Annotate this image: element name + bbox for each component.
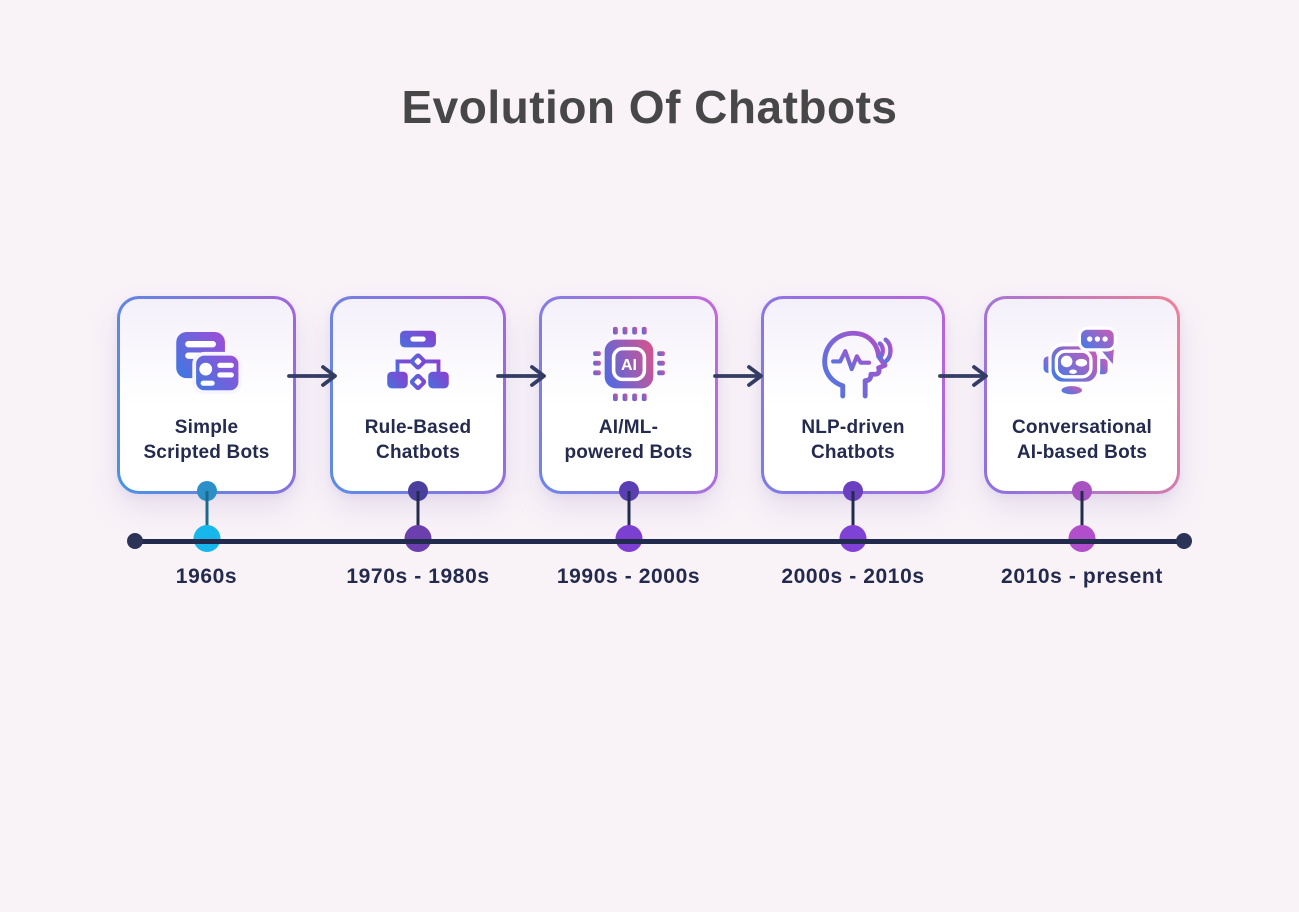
timeline-start-dot <box>127 533 143 549</box>
timeline-milestone-dot <box>615 525 642 552</box>
speech-head-icon <box>822 330 893 399</box>
arrow-right-icon <box>287 365 337 387</box>
timeline-card-simple-scripted-bots: Simple Scripted Bots 1960s <box>117 296 296 588</box>
timeline-connector <box>1080 491 1084 538</box>
arrow-right-icon <box>938 365 988 387</box>
arrow-right-icon <box>496 365 546 387</box>
timeline-connector <box>205 491 208 538</box>
card-label: NLP-driven Chatbots <box>801 417 905 463</box>
timeline-card-ai-ml-powered-bots: AI AI/ML- powered Bots 1990s - 2000s <box>539 296 718 588</box>
timeline-axis <box>135 539 1184 544</box>
timeline-card-rule-based-chatbots: Rule-Based Chatbots 1970s - 1980s <box>330 296 506 588</box>
chat-cards-icon <box>175 331 242 395</box>
timeline-milestone-dot <box>404 525 432 552</box>
timeline-period-label: 2010s - present <box>1001 565 1163 588</box>
timeline-connector <box>627 491 630 538</box>
svg-text:AI: AI <box>621 357 637 374</box>
card-label: Conversational AI-based Bots <box>1011 417 1153 463</box>
timeline-period-label: 1960s <box>175 565 238 588</box>
timeline-period-label: 1990s - 2000s <box>556 565 701 588</box>
timeline-milestone-dot <box>193 525 220 552</box>
page-title: Evolution Of Chatbots <box>401 81 898 133</box>
timeline-period-label: 1970s - 1980s <box>346 565 490 588</box>
timeline-milestone-dot <box>1068 525 1096 552</box>
card-label: Rule-Based Chatbots <box>364 417 472 463</box>
arrow-right-icon <box>713 365 763 387</box>
card-label: AI/ML- powered Bots <box>564 417 693 463</box>
timeline-card-conversational-ai-bots: Conversational AI-based Bots 2010s - pre… <box>984 296 1180 588</box>
timeline-period-label: 2000s - 2010s <box>781 565 925 588</box>
timeline-end-dot <box>1176 533 1192 549</box>
flowchart-icon <box>387 330 449 391</box>
timeline-card-nlp-driven-chatbots: NLP-driven Chatbots 2000s - 2010s <box>761 296 945 588</box>
ai-chip-icon: AI <box>592 326 665 402</box>
card-label: Simple Scripted Bots <box>143 417 270 463</box>
timeline-connector <box>851 491 855 538</box>
timeline-connector <box>416 491 420 538</box>
timeline-milestone-dot <box>839 525 867 552</box>
robot-chat-icon <box>1043 326 1117 395</box>
